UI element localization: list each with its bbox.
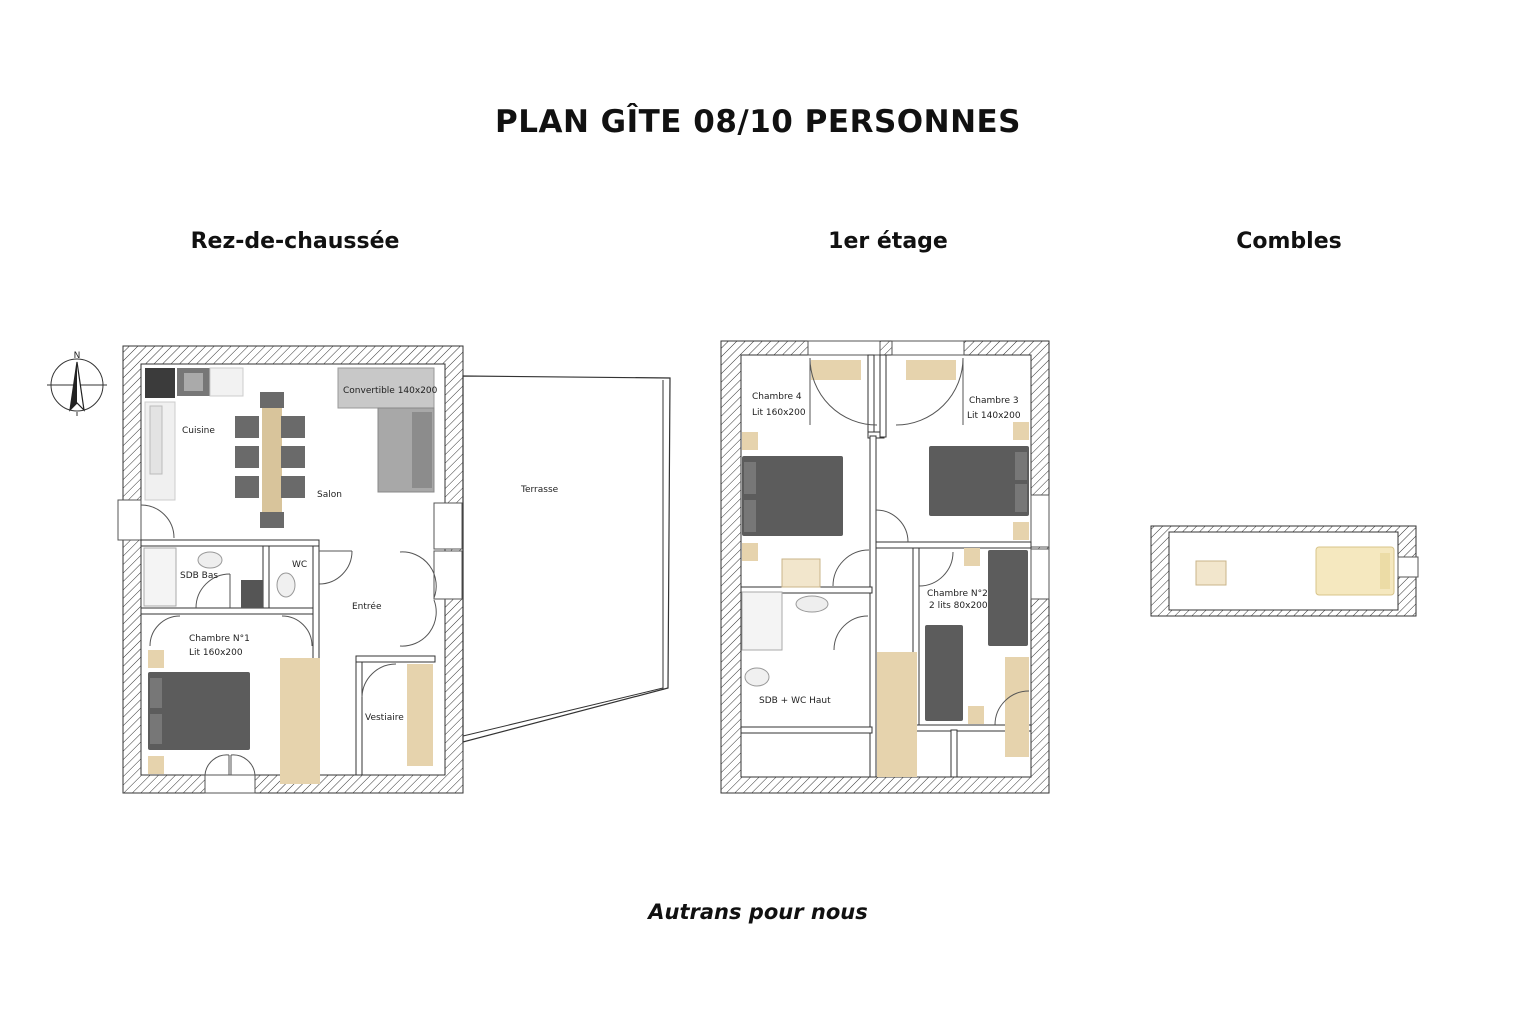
label-vestiaire: Vestiaire [365, 713, 404, 723]
label-chambre4-bed: Lit 160x200 [752, 408, 806, 418]
label-chambre2: Chambre N°2 [927, 589, 988, 599]
label-wc: WC [292, 560, 307, 570]
footer-caption: Autrans pour nous [648, 900, 868, 924]
page-title: PLAN GÎTE 08/10 PERSONNES [494, 104, 1022, 140]
label-chambre3-bed: Lit 140x200 [967, 411, 1021, 421]
label-terrasse: Terrasse [520, 485, 559, 495]
first-floor-plan [720, 340, 1050, 794]
label-sdb-haut: SDB + WC Haut [759, 696, 831, 706]
compass-north-label: N [74, 351, 81, 361]
label-entree: Entrée [352, 601, 382, 612]
floor-title-ground: Rez-de-chaussée [190, 229, 400, 254]
label-sdb-bas: SDB Bas [180, 571, 218, 581]
floor-title-attic: Combles [1236, 229, 1342, 254]
label-convertible: Convertible 140x200 [343, 386, 438, 396]
label-cuisine: Cuisine [182, 426, 215, 436]
attic-plan [1150, 525, 1419, 617]
label-chambre1: Chambre N°1 [189, 634, 250, 644]
label-chambre3: Chambre 3 [969, 396, 1019, 406]
label-chambre1-bed: Lit 160x200 [189, 648, 243, 658]
compass-icon: N [47, 351, 107, 416]
label-chambre4: Chambre 4 [752, 392, 802, 402]
label-salon: Salon [317, 490, 342, 500]
label-chambre2-bed: 2 lits 80x200 [929, 601, 988, 611]
floor-title-first: 1er étage [828, 229, 948, 254]
ground-floor-plan [117, 345, 671, 794]
